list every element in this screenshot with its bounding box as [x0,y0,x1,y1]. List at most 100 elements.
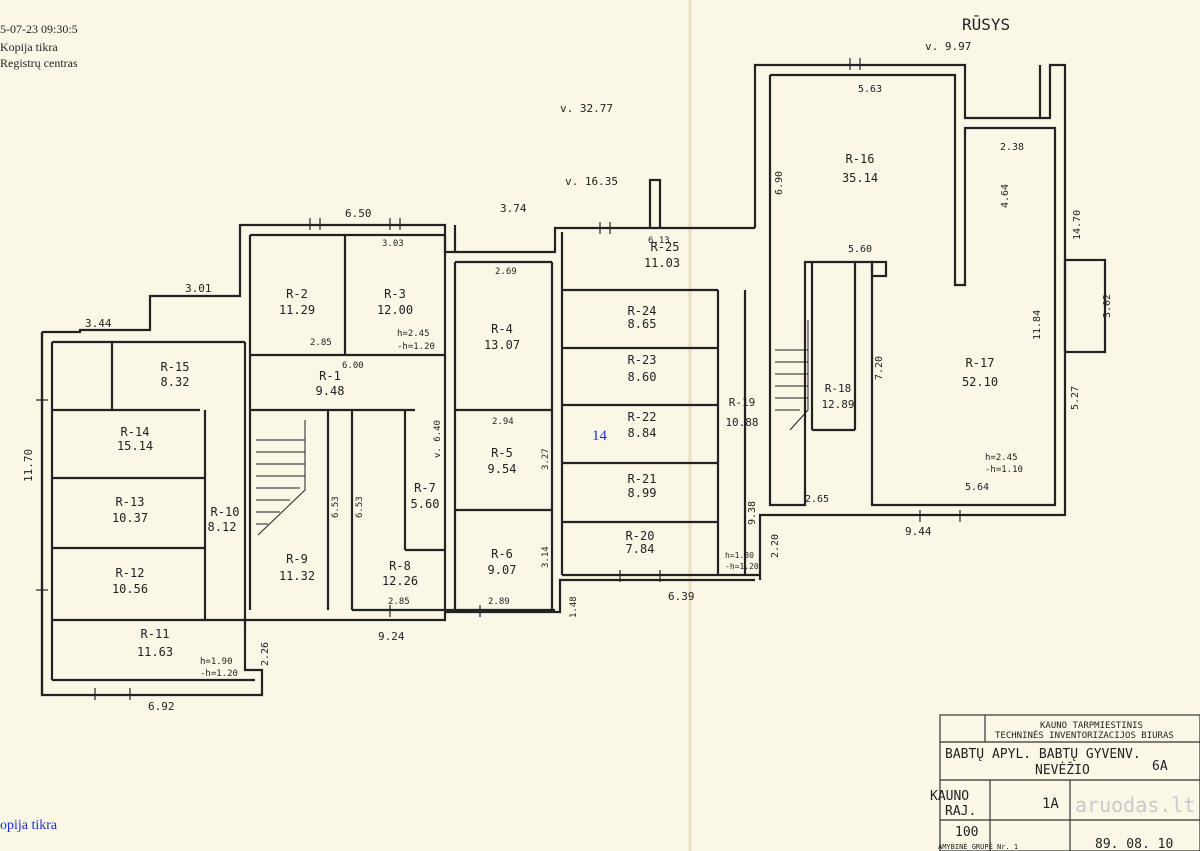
copy-label: Kopija tikra [0,40,58,54]
height-note: -h=1.20 [200,669,238,679]
staircase-left [256,420,306,536]
plan-text: 8.65 [628,317,657,331]
room-r4: R-4 13.07 [484,322,520,352]
dim-label: 2.69 [495,267,517,277]
room-r2: R-2 11.29 [279,287,315,317]
plan-text: R-25 [651,240,680,254]
room-r15: R-158.32 [161,360,190,389]
dim-label: 5.60 [848,244,872,255]
plan-text: R-16 [846,152,875,166]
room-r9: R-9 11.32 [279,552,315,583]
height-note: -h=1.10 [985,465,1023,475]
plan-text: R-7 [414,481,436,495]
dim-label: 3.27 [541,448,551,470]
dim-label: v. 16.35 [565,175,618,188]
group-label: AMYBINĖ GRUPĖ Nr. 1 [938,842,1018,851]
plan-text: R-10 [211,505,240,519]
plan-text: R-24 [628,304,657,318]
height-note: h=1.80 [725,551,754,560]
dim-label: 5.64 [965,482,989,493]
plan-text: 11.29 [279,303,315,317]
dim-label: 3.74 [500,202,527,215]
dim-label: 6.39 [668,590,695,603]
room-r1: R-19.48 [316,369,345,398]
dim-label: 3.03 [382,239,404,249]
plan-text: 12.26 [382,574,418,588]
district-line1: KAUNO [930,789,969,804]
dim-label: 2.26 [260,642,271,666]
bottom-copy-label: opija tikra [0,818,58,833]
outer-wall [42,223,755,334]
plan-text: R-12 [116,566,145,580]
plan-text: 9.07 [488,563,517,577]
address-number: 6A [1152,759,1168,774]
plan-text: 11.03 [644,256,680,270]
dim-label: 9.24 [378,630,405,643]
dim-label: 6.53 [331,496,341,518]
dim-label: 14.70 [1072,210,1083,240]
dim-label: 3.14 [541,546,551,568]
plan-text: 8.60 [628,370,657,384]
room-r22: R-228.84 [628,410,657,440]
registry-label: Registrų centras [0,56,78,70]
dim-label: v. 9.97 [925,40,971,53]
dim-label: 5.27 [1070,386,1081,410]
dim-label: 7.20 [874,356,885,380]
plan-text: R-20 [626,529,655,543]
plan-text: R-1 [319,369,341,383]
plan-text: R-14 [121,425,150,439]
title-block [939,714,1200,851]
plan-text: 15.14 [117,439,153,453]
plan-text: 12.00 [377,303,413,317]
plan-text: 13.07 [484,338,520,352]
date-value: 89. 08. 10 [1095,837,1173,851]
dim-label: 6.50 [345,207,372,220]
height-note: h=2.45 [397,329,430,339]
height-note: h=2.45 [985,453,1018,463]
plan-text: R-9 [286,552,308,566]
dim-label: 2.85 [388,597,410,607]
room-r21: R-218.99 [628,472,657,500]
org-line2: TECHNINĖS INVENTORIZACIJOS BIURAS [995,730,1174,741]
dim-label: 6.53 [355,496,365,518]
room-r6: R-6 9.07 [488,547,517,577]
dim-label: 2.94 [492,417,514,427]
plan-text: R-23 [628,353,657,367]
room-r5: R-59.54 [488,446,517,476]
plan-title: RŪSYS [962,15,1010,34]
plan-text: R-13 [116,495,145,509]
plan-text: 8.99 [628,486,657,500]
room-r7: R-75.60 [411,481,440,511]
plan-text: 52.10 [962,375,998,389]
dim-label: 6.00 [342,361,364,371]
plan-text: R-5 [491,446,513,460]
plan-text: 12.89 [821,398,854,411]
plan-text: R-4 [491,322,513,336]
plan-text: R-19 [729,396,756,409]
sheet-number: 1A [1042,796,1059,812]
room-r10: R-108.12 [208,505,240,534]
plan-text: R-2 [286,287,308,301]
dim-label: 2.85 [310,338,332,348]
plan-text: R-6 [491,547,513,561]
dim-label: 3.01 [185,282,212,295]
district-line2: RAJ. [945,804,976,819]
dim-label: 2.65 [805,494,829,505]
scale-value: 100 [955,825,978,840]
dim-label: 2.20 [770,534,781,558]
dim-label: 9.44 [905,525,932,538]
plan-text: R-22 [628,410,657,424]
plan-text: 11.32 [279,569,315,583]
plan-text: R-11 [141,627,170,641]
height-note: -h=1.20 [725,562,759,571]
plan-text: R-8 [389,559,411,573]
